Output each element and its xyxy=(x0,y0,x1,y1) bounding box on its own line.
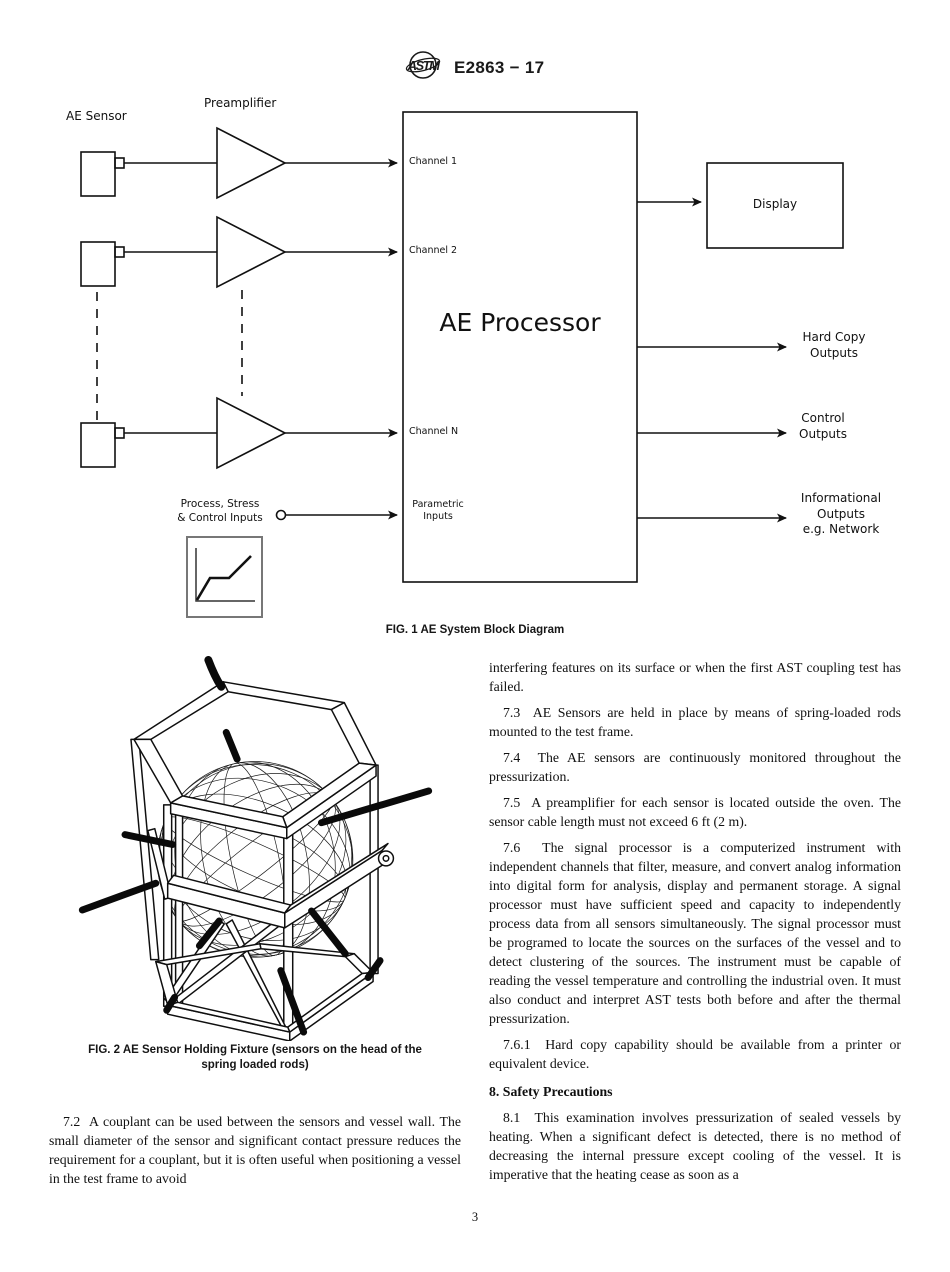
fig2-sensor-holding-fixture xyxy=(60,656,450,1041)
left-column: 7.2 A couplant can be used between the s… xyxy=(49,1112,461,1195)
label-hard-copy-outputs: Hard Copy Outputs xyxy=(802,330,866,360)
paragraph-7-4: 7.4 The AE sensors are continuously moni… xyxy=(489,750,901,784)
display-box xyxy=(706,162,844,249)
paragraph-7-6: 7.6 The signal processor is a computeriz… xyxy=(489,840,901,1026)
label-parametric-inputs: Parametric Inputs xyxy=(412,499,464,522)
preamplifier-1 xyxy=(216,126,287,200)
label-informational-outputs: Informational Outputs e.g. Network xyxy=(800,491,882,537)
label-preamplifier: Preamplifier xyxy=(204,96,277,110)
svg-text:ASTM: ASTM xyxy=(407,58,441,73)
label-channel-2: Channel 2 xyxy=(409,245,458,256)
paragraph-7-5: 7.5 A preamplifier for each sensor is lo… xyxy=(489,795,901,829)
standard-designation: E2863 − 17 xyxy=(454,58,545,77)
spring-loaded-rods xyxy=(78,656,433,1036)
paragraph-7-6-1: 7.6.1 Hard copy capability should be ava… xyxy=(489,1037,901,1071)
paragraph-7-3: 7.3 AE Sensors are held in place by mean… xyxy=(489,705,901,739)
preamplifier-n xyxy=(216,396,287,470)
label-display: Display xyxy=(752,197,798,211)
label-ae-processor: AE Processor xyxy=(439,308,601,337)
preamplifier-2 xyxy=(216,215,287,289)
label-ae-sensor: AE Sensor xyxy=(66,109,127,123)
fig1-caption: FIG. 1 AE System Block Diagram xyxy=(385,624,565,636)
astm-logo-icon: ASTM xyxy=(405,47,441,83)
section-heading-8: 8. Safety Precautions xyxy=(489,1084,613,1099)
label-process-stress-inputs: Process, Stress & Control Inputs xyxy=(177,498,263,524)
ae-sensor-1 xyxy=(80,151,217,197)
parametric-input-node xyxy=(275,509,287,521)
label-channel-1: Channel 1 xyxy=(409,156,458,167)
ae-sensor-2 xyxy=(80,241,217,287)
continuation-dashes xyxy=(96,290,243,420)
paragraph-continuation: interfering features on its surface or w… xyxy=(489,660,901,694)
label-control-outputs: Control Outputs xyxy=(799,411,847,441)
right-column: interfering features on its surface or w… xyxy=(489,658,901,1191)
hexagonal-test-frame xyxy=(130,681,395,1041)
label-channel-n: Channel N xyxy=(409,426,459,437)
ae-sensor-n xyxy=(80,422,217,468)
pressure-profile-thumbnail xyxy=(186,536,263,618)
paragraph-8-1: 8.1 This examination involves pressuriza… xyxy=(489,1110,901,1182)
fig1-block-diagram xyxy=(40,90,910,620)
paragraph-7-2: 7.2 A couplant can be used between the s… xyxy=(49,1114,461,1186)
fig2-caption: FIG. 2 AE Sensor Holding Fixture (sensor… xyxy=(88,1044,422,1071)
page-number: 3 xyxy=(471,1210,479,1224)
